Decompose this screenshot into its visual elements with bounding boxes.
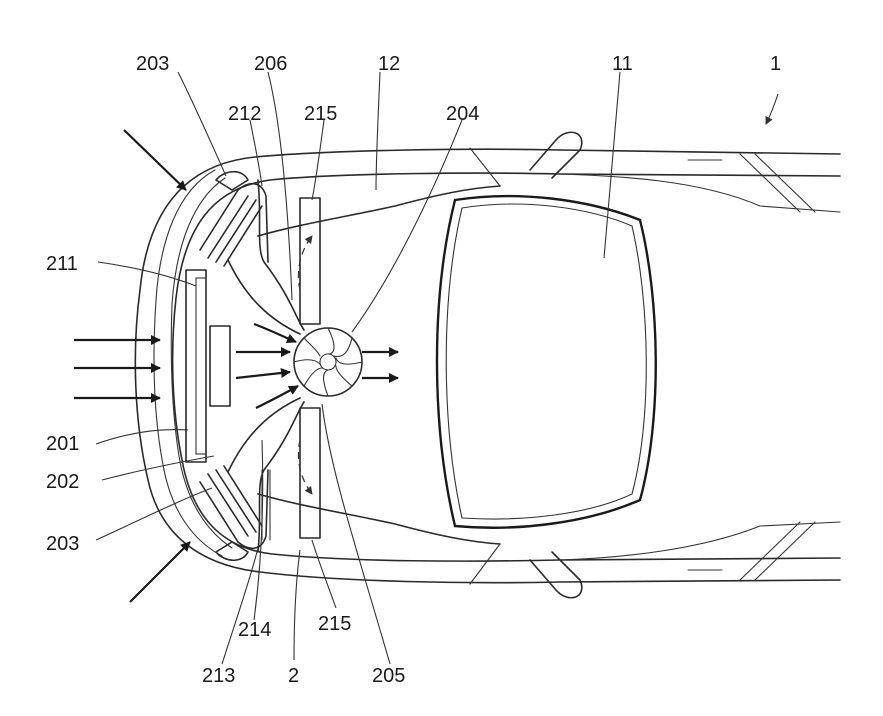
label-204: 204 <box>446 103 479 125</box>
label-202: 202 <box>46 471 79 493</box>
label-203-bottom: 203 <box>46 533 79 555</box>
strut-bar-top <box>299 198 321 324</box>
side-mirror-top <box>530 132 582 178</box>
label-201: 201 <box>46 433 79 455</box>
label-206: 206 <box>254 53 287 75</box>
airflow-arrows <box>74 130 398 602</box>
side-mirror-bottom <box>530 552 582 598</box>
reference-labels: 1 203 206 12 11 212 215 204 211 201 202 … <box>46 53 781 687</box>
label-215-top: 215 <box>304 103 337 125</box>
strut-bar-bottom <box>299 408 321 538</box>
label-205: 205 <box>372 665 405 687</box>
label-2: 2 <box>288 665 299 687</box>
label-11: 11 <box>612 53 633 75</box>
windshield <box>437 196 656 528</box>
label-203-top: 203 <box>136 53 169 75</box>
label-212: 212 <box>228 103 261 125</box>
label-211: 211 <box>46 253 78 275</box>
label-12: 12 <box>378 53 400 75</box>
label-1: 1 <box>770 53 781 75</box>
vehicle-body <box>135 149 840 582</box>
label-213: 213 <box>202 665 235 687</box>
label-215-bottom: 215 <box>318 613 351 635</box>
fan-impeller <box>294 328 362 396</box>
label-214: 214 <box>238 619 271 641</box>
